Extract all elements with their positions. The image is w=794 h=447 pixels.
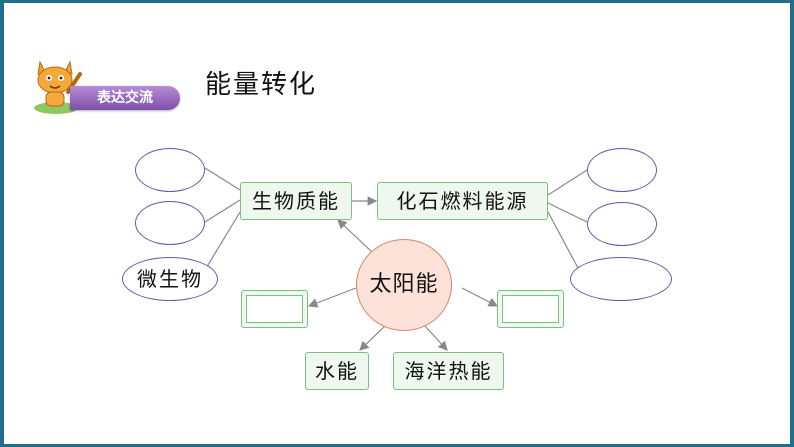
- blank-box-left-inner: [246, 295, 303, 323]
- water-energy-box: 水能: [305, 352, 369, 390]
- cat-mascot-icon: [34, 60, 82, 114]
- blank-box-right: [497, 290, 564, 328]
- blank-box-right-inner: [502, 295, 559, 323]
- microbe-ellipse: 微生物: [122, 257, 218, 301]
- ocean-thermal-box: 海洋热能: [393, 352, 504, 390]
- blank-ellipse-right-3: [570, 257, 672, 301]
- blank-box-left: [241, 290, 308, 328]
- blank-ellipse-left-2: [135, 201, 205, 245]
- section-badge: 表达交流: [70, 86, 180, 110]
- fossil-fuel-box: 化石燃料能源: [377, 182, 548, 220]
- biomass-energy-box: 生物质能: [240, 182, 352, 220]
- blank-ellipse-right-1: [587, 148, 657, 192]
- page-title: 能量转化: [205, 70, 318, 100]
- blank-ellipse-left-1: [135, 148, 205, 192]
- solar-energy-circle: 太阳能: [356, 239, 452, 331]
- blank-ellipse-right-2: [587, 202, 657, 246]
